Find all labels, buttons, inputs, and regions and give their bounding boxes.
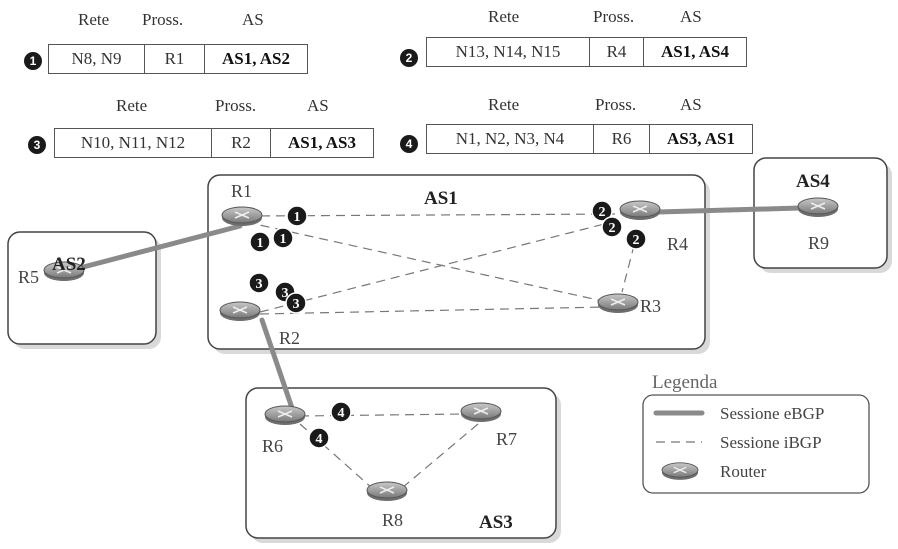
legend-router-icon [661,462,699,481]
router-label-r8: R8 [382,510,403,530]
legend-box [642,394,870,494]
router-r7 [460,402,502,423]
ibgp-sessions [245,213,639,489]
ibgp-r1-r3 [245,221,617,305]
ebgp-r4-r9 [655,205,803,215]
router-r2 [219,301,261,322]
net-cell: N10, N11, N12 [55,129,212,157]
as-boxes [7,157,892,543]
route-entry: N13, N14, N15 R4 AS1, AS4 [426,37,747,67]
legend-ibgp-label: Sessione iBGP [720,433,822,452]
router-label-r2: R2 [279,328,300,348]
as-path-cell: AS1, AS3 [287,133,357,152]
as-path-cell: AS3, AS1 [666,129,736,148]
router-r6 [264,405,306,426]
as4-label: AS4 [796,171,830,192]
update-marker-4: 4 [308,427,330,449]
table-header-net: Rete [488,95,520,114]
net-cell: N1, N2, N3, N4 [427,125,594,153]
update-marker-1: 1 [272,227,294,249]
router-r9 [797,197,839,218]
as-path-cell: AS1, AS4 [660,42,730,61]
legend: Legenda Sessione eBGP Sessione iBGP Rout… [642,372,870,494]
as-path-cell: AS1, AS2 [221,49,291,68]
table-number-badge: 4 [400,135,418,153]
net-cell: N13, N14, N15 [427,38,590,66]
update-marker-3: 3 [285,292,307,314]
as1-label: AS1 [424,188,458,209]
update-marker-number: 2 [599,205,606,220]
table-number-badge: 2 [400,49,418,67]
table-header-as: AS [680,7,702,26]
route-entry: N8, N9 R1 AS1, AS2 [48,44,308,74]
router-label-r4: R4 [667,234,688,254]
update-marker-number: 1 [294,210,301,225]
router-label-r7: R7 [496,429,517,449]
route-entry: N1, N2, N3, N4 R6 AS3, AS1 [426,124,753,154]
update-marker-number: 4 [316,432,323,447]
update-marker-number: 3 [293,297,300,312]
router-r4 [619,200,661,221]
table-header-as: AS [307,96,329,115]
ebgp-r2-r6 [259,317,295,411]
legend-router-label: Router [720,462,767,481]
table-number-badge: 3 [28,136,46,154]
next-hop-cell: R4 [590,38,644,66]
table-header-net: Rete [116,96,148,115]
table-number-badge: 1 [24,52,42,70]
ibgp-r2-r3 [259,306,606,315]
router-r1 [221,206,263,227]
table-header-next-hop: Pross. [595,95,637,114]
ibgp-r4-r3 [621,229,639,293]
update-marker-number: 1 [280,232,287,247]
legend-ebgp-label: Sessione eBGP [720,404,824,423]
table-header-next-hop: Pross. [142,10,184,29]
router-label-r5: R5 [18,267,39,287]
update-marker-1: 1 [286,205,308,227]
ibgp-r2-r4 [259,221,613,313]
next-hop-cell: R2 [212,129,271,157]
update-marker-2: 2 [591,200,613,222]
legend-title: Legenda [652,372,718,393]
net-cell: N8, N9 [49,45,145,73]
ibgp-r1-r4 [245,213,621,217]
update-marker-2: 2 [625,228,647,250]
router-r3 [597,293,639,314]
ibgp-r6-r7 [299,413,466,417]
router-label-r3: R3 [640,296,661,316]
route-entry: N10, N11, N12 R2 AS1, AS3 [54,128,374,158]
router-r8 [366,481,408,502]
router-label-r9: R9 [808,233,829,253]
update-marker-number: 3 [256,277,263,292]
update-marker-1: 1 [249,231,271,253]
update-marker-number: 2 [609,221,616,236]
update-marker-4: 4 [330,401,352,423]
ibgp-r7-r8 [401,423,479,489]
router-label-r1: R1 [231,181,252,201]
update-marker-2: 2 [601,216,623,238]
as3-box [245,387,557,539]
next-hop-cell: R1 [145,45,205,73]
router-label-r6: R6 [262,436,283,456]
table-header-net: Rete [488,7,520,26]
table-header-net: Rete [78,10,110,29]
update-marker-number: 3 [282,286,289,301]
ebgp-r5-r1 [69,223,243,273]
as2-box [7,231,157,345]
as2-label: AS2 [52,254,86,275]
update-marker-number: 4 [338,406,345,421]
table-header-as: AS [242,10,264,29]
update-marker-3: 3 [248,272,270,294]
update-marker-number: 2 [633,233,640,248]
next-hop-cell: R6 [594,125,650,153]
as3-label: AS3 [479,512,513,533]
table-header-as: AS [680,95,702,114]
table-header-next-hop: Pross. [593,7,635,26]
update-marker-number: 1 [257,236,264,251]
ebgp-sessions [69,205,803,411]
table-header-next-hop: Pross. [215,96,257,115]
